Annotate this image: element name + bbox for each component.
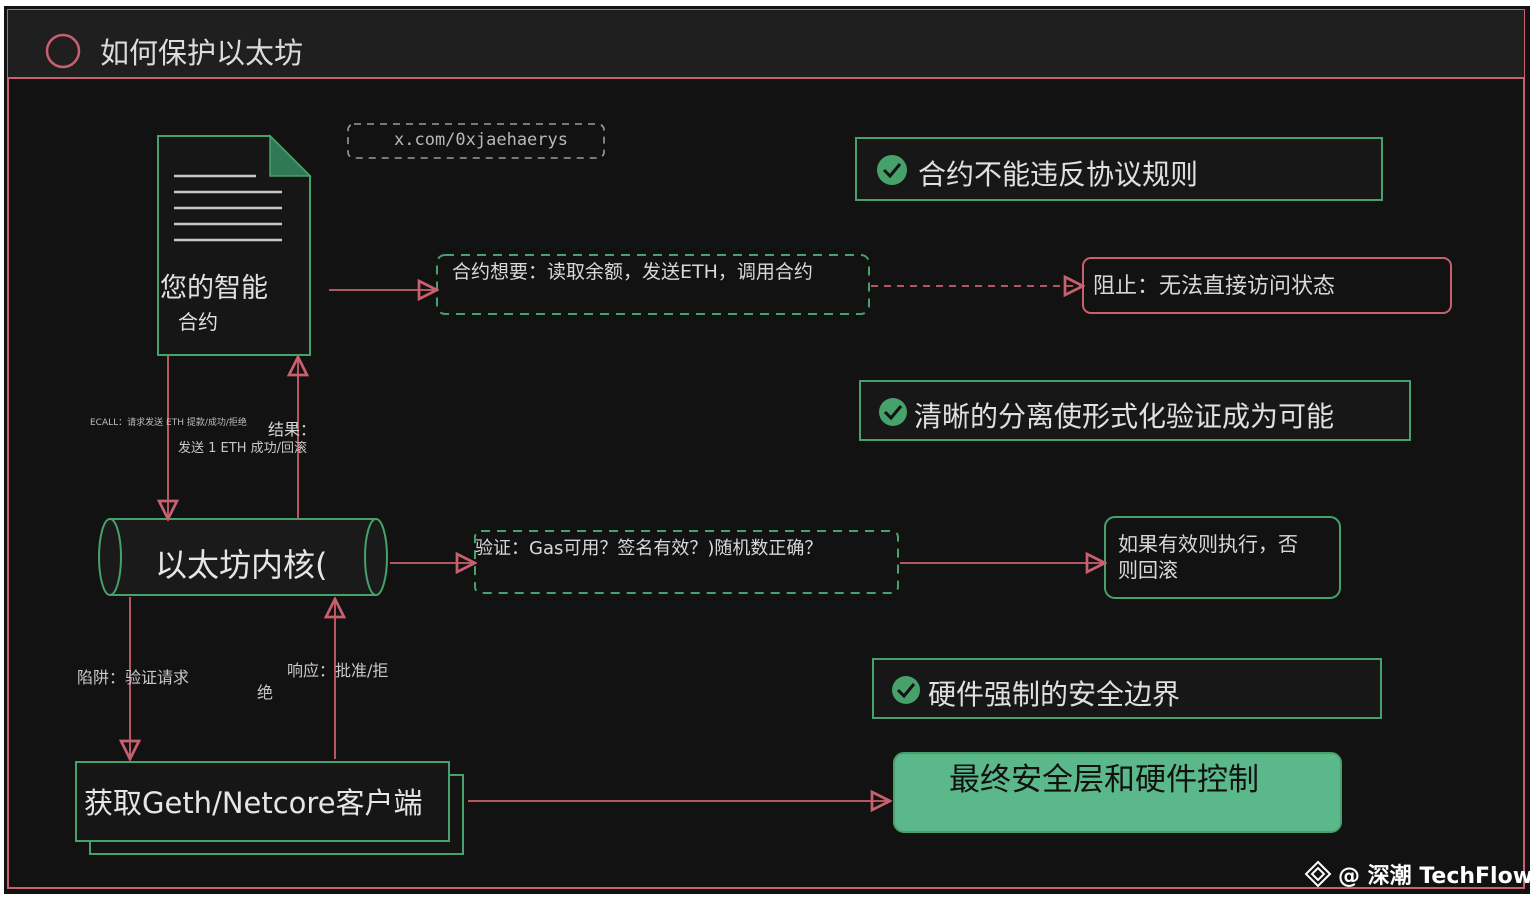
benefit-text-1: 合约不能违反协议规则 <box>918 158 1199 191</box>
contract-label-line1: 您的智能 <box>160 273 268 304</box>
result-label-line2: 发送 1 ETH 成功/回滚 <box>178 441 307 456</box>
ecall-label: ECALL：请求发送 ETH 提款/成功/拒绝 <box>90 418 247 428</box>
benefit-box-3 <box>872 658 1382 719</box>
benefit-box-1 <box>855 137 1383 201</box>
benefit-text-2: 清晰的分离使形式化验证成为可能 <box>914 400 1335 433</box>
title-bar <box>8 10 1524 78</box>
diamond-logo-icon <box>1304 860 1332 888</box>
kernel-cylinder-left <box>98 518 122 596</box>
verify-text: 验证：Gas可用？签名有效？)随机数正确？ <box>475 538 823 559</box>
contract-label-line2: 合约 <box>178 310 218 334</box>
page-title: 如何保护以太坊 <box>100 36 304 70</box>
handle-text: x.com/0xjaehaerys <box>394 130 568 150</box>
circle-icon <box>45 33 81 69</box>
watermark-text: @ 深潮 TechFlow <box>1338 864 1534 889</box>
benefit-box-2 <box>859 380 1411 441</box>
check-icon <box>892 676 920 704</box>
kernel-cylinder-right <box>364 518 388 596</box>
check-icon <box>879 398 907 426</box>
response-label-line2: 绝 <box>257 683 274 702</box>
client-box <box>75 761 450 842</box>
kernel-cylinder <box>109 518 377 596</box>
kernel-text: 以太坊内核( <box>155 546 328 584</box>
wants-text: 合约想要：读取余额，发送ETH，调用合约 <box>452 261 813 283</box>
document-lines <box>174 174 282 242</box>
trap-label: 陷阱：验证请求 <box>77 668 190 687</box>
final-text: 最终安全层和硬件控制 <box>949 762 1259 798</box>
benefit-text-3: 硬件强制的安全边界 <box>928 678 1181 711</box>
result-label-line1: 结果： <box>268 420 317 439</box>
check-icon <box>877 155 907 185</box>
response-label-line1: 响应：批准/拒 <box>287 661 389 680</box>
execute-text-line1: 如果有效则执行，否 <box>1118 532 1298 556</box>
final-box <box>893 752 1342 833</box>
blocked-text: 阻止：无法直接访问状态 <box>1093 274 1336 299</box>
execute-text-line2: 则回滚 <box>1118 558 1178 582</box>
document-fold <box>269 134 312 177</box>
handle-box <box>347 123 605 159</box>
client-text: 获取Geth/Netcore客户端 <box>84 786 423 820</box>
